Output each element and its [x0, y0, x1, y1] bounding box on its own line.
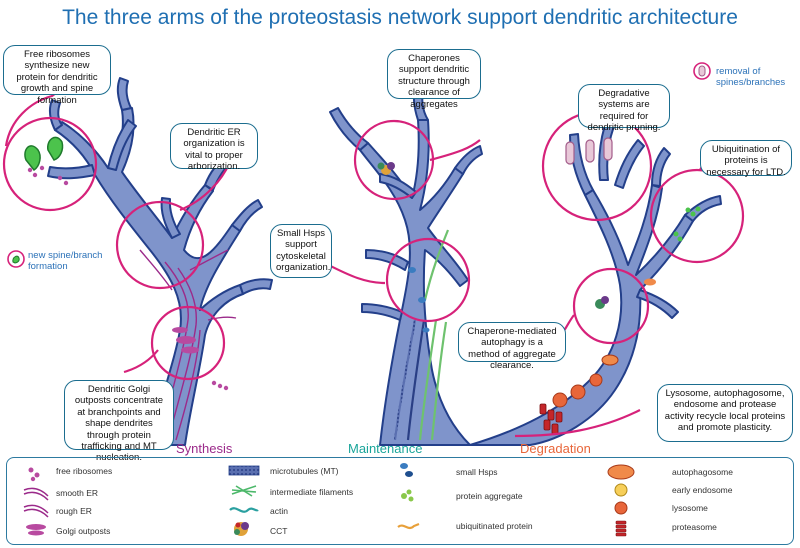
early-endosome-icon	[614, 483, 628, 497]
new-spine-icon	[7, 250, 25, 268]
callout-chaperone-mediated-autophagy: Chaperone-mediated autophagy is a method…	[458, 322, 566, 371]
removal-spines-label: removal of spines/branches	[716, 66, 796, 89]
legend-rough-er: rough ER	[56, 506, 92, 516]
legend-microtubules: microtubules (MT)	[270, 466, 339, 476]
degradation-organelles	[539, 278, 656, 435]
new-spine-branch-text: new spine/branch formation	[28, 250, 103, 273]
arm-maintenance: Maintenance	[348, 441, 423, 456]
removal-spines-text: removal of spines/branches	[716, 66, 786, 89]
smooth-er-icon	[23, 487, 49, 501]
legend-golgi-outposts: Golgi outposts	[56, 526, 111, 536]
legend-free-ribosomes: free ribosomes	[56, 466, 113, 476]
cytoskeleton	[393, 229, 450, 441]
callout-degradative-systems: Degradative systems are required for den…	[578, 84, 670, 133]
legend-intermediate-filaments: intermediate filaments	[270, 487, 354, 497]
degradation-dendrite	[469, 121, 722, 446]
figure-title: The three arms of the proteostasis netwo…	[62, 6, 738, 29]
highlight-circles	[2, 89, 745, 438]
legend-icons	[23, 463, 635, 537]
maintenance-dendrite	[329, 83, 483, 446]
legend-proteasome: proteasome	[672, 522, 717, 532]
legend-lysosome: lysosome	[672, 503, 708, 513]
ubiquitinated-proteins	[673, 206, 701, 242]
free-ribosomes-icon	[28, 467, 40, 482]
removal-spine-icon	[693, 62, 711, 80]
callout-chaperones: Chaperones support dendritic structure t…	[387, 49, 481, 110]
actin-icon	[229, 507, 259, 513]
golgi-outposts	[172, 327, 229, 391]
legend-protein-aggregate: protein aggregate	[456, 491, 523, 501]
autophagosome-icon	[607, 464, 635, 480]
legend-box	[6, 457, 794, 545]
legend-small-hsps: small Hsps	[456, 467, 498, 477]
callout-er-organization: Dendritic ER organization is vital to pr…	[170, 123, 258, 172]
callout-small-hsps: Small Hsps support cytoskeletal organiza…	[270, 224, 332, 278]
rough-er-icon	[23, 504, 49, 518]
free-ribosomes	[27, 165, 69, 186]
small-hsps-in-dendrite	[408, 267, 430, 333]
legend-early-endosome: early endosome	[672, 485, 733, 495]
new-spines	[24, 136, 64, 172]
proteasome-icon	[615, 520, 627, 537]
protein-aggregate-icon	[401, 489, 414, 502]
callout-lysosome: Lysosome, autophagosome, endosome and pr…	[657, 384, 793, 442]
callout-free-ribosomes: Free ribosomes synthesize new protein fo…	[3, 45, 111, 106]
lysosome-icon	[614, 501, 628, 515]
golgi-outposts-icon	[26, 524, 46, 536]
callout-golgi-outposts: Dendritic Golgi outposts concentrate at …	[64, 380, 174, 463]
ubiquitinated-protein-icon	[397, 522, 420, 530]
arm-synthesis: Synthesis	[176, 441, 233, 456]
legend-ubiquitinated-protein: ubiquitinated protein	[456, 521, 533, 531]
legend-smooth-er: smooth ER	[56, 488, 99, 498]
spines-removed	[565, 137, 613, 165]
new-spine-branch-label: new spine/branch formation	[28, 250, 118, 273]
proteasome-cluster	[539, 403, 563, 435]
microtubules-icon	[228, 465, 260, 476]
small-hsps-icon	[400, 463, 413, 477]
legend-cct: CCT	[270, 526, 288, 536]
legend-autophagosome: autophagosome	[672, 467, 733, 477]
callout-ubiquitination: Ubiquitination of proteins is necessary …	[700, 140, 792, 178]
aggregate-cct	[377, 162, 395, 175]
arm-degradation: Degradation	[520, 441, 591, 456]
cct-icon	[234, 522, 249, 536]
intermediate-filaments-icon	[231, 485, 257, 497]
legend-actin: actin	[270, 506, 288, 516]
